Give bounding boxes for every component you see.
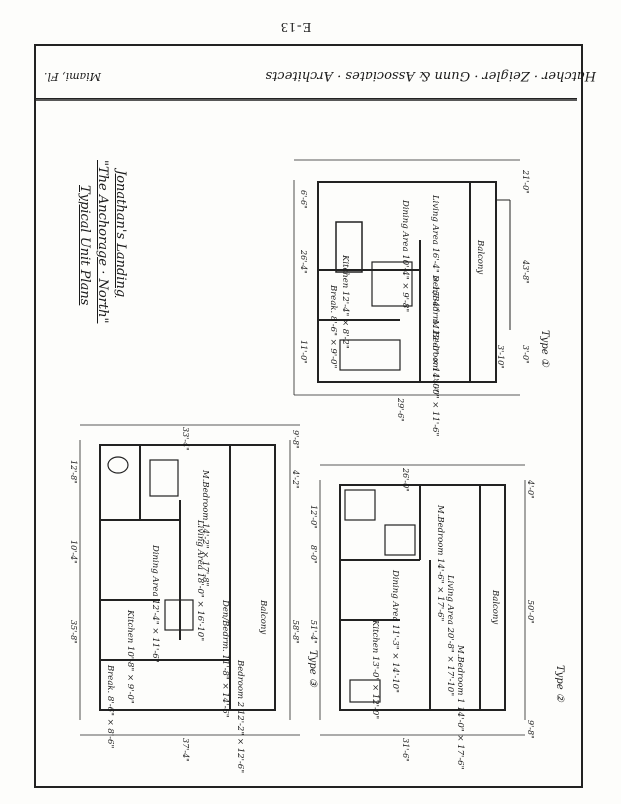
type3-dim-1: 35'-8" [69, 620, 78, 644]
project-title-block: Jonathan's Landing [113, 170, 128, 297]
type2-dim-3: 51'-4" [309, 620, 318, 644]
type2-kitchen-label: Kitchen 13'-0" × 12'-0" [370, 620, 380, 720]
type3-dim-2: 58'-8" [291, 620, 300, 644]
type1-dim-5: 3'-0" [521, 345, 530, 364]
type3-den-label: Den/Bedrm. 11'-8" × 14'-6" [220, 600, 230, 718]
type3-dining-label: Dining Area 12'-4" × 11'-6" [150, 545, 160, 663]
type1-balcony-label: Balcony [475, 240, 485, 275]
type3-kitchen-label: Kitchen 10'-8" × 9'-0" [125, 610, 135, 704]
type1-label: Type ① [539, 330, 550, 367]
type2-dim-7: 31'-6" [401, 738, 410, 762]
type1-dim-3: 6'-6" [299, 190, 308, 209]
type2-living-label: Living Area 20'-8" × 17'-10" [445, 575, 455, 697]
project-name: Jonathan's Landing [113, 170, 128, 298]
type3-plan [79, 424, 300, 736]
type1-dim-8: 3'-10" [496, 345, 505, 369]
type1-dim-7: 21'-0" [521, 170, 530, 194]
drawing-sheet-border [34, 44, 583, 788]
type3-balcony-label: Balcony [258, 600, 268, 635]
type2-label: Type ② [554, 665, 565, 702]
type1-dining-label: Dining Area 10'-4" × 9'-8" [400, 200, 410, 313]
title-block: Hatcher · Zeigler · Gunn & Associates · … [36, 58, 596, 99]
type2-bedroom1-label: M.Bedroom 1 14'-0" × 17'-6" [455, 645, 465, 770]
type2-dim-2: 50'-0" [526, 600, 535, 624]
project-subtitle: Typical Unit Plans [77, 185, 92, 306]
type3-dim-3: 10'-4" [69, 540, 78, 564]
type2-dim-4: 12'-0" [309, 505, 318, 529]
type1-dim-4: 43'-8" [521, 260, 530, 284]
project-building-wrap: "The Anchorage · North" [95, 160, 110, 323]
type2-dining-label: Dining Area 11'-3" × 14'-10" [390, 570, 400, 693]
type1-master-label: M.Bedroom 14'-0" × 11'-6" [430, 320, 440, 437]
type1-dim-6: 29'-6" [396, 398, 405, 422]
type1-dim-1: 26'-4" [299, 250, 308, 274]
type3-dim-4: 12'-8" [69, 460, 78, 484]
type1-kitchen-label: Kitchen 12'-4" × 8'-2" [340, 255, 350, 349]
type2-dim-1: 26'-0" [401, 468, 410, 492]
type3-bedroom2-label: Bedroom 2 12'-2" × 12'-6" [235, 660, 245, 774]
type3-dim-5: 4'-2" [291, 470, 300, 489]
type3-dim-8: 37'-4" [181, 738, 190, 762]
type3-label: Type ③ [307, 650, 318, 687]
type1-break-label: Break. 8'-6" × 9'-0" [328, 285, 338, 369]
type3-master-label: M.Bedroom 14'-2" × 17'-8" [200, 470, 210, 587]
type2-plan [319, 464, 526, 736]
type2-dim-6: 4'-0" [526, 480, 535, 499]
type3-break-label: Break. 8'-6" × 8'-6" [105, 665, 115, 749]
type1-plan [293, 159, 520, 396]
type2-dim-5: 8'-0" [309, 545, 318, 564]
type2-balcony-label: Balcony [490, 590, 500, 625]
type2-master-label: M.Bedroom 14'-6" × 17'-6" [435, 505, 445, 622]
type3-dim-6: 9'-8" [291, 430, 300, 449]
type2-dim-8: 9'-8" [526, 720, 535, 739]
project-subtitle-wrap: Typical Unit Plans [77, 185, 92, 305]
project-building: "The Anchorage · North" [95, 160, 110, 324]
type3-dim-7: 33'-4" [181, 427, 190, 451]
type1-dim-2: 11'-0" [299, 340, 308, 364]
